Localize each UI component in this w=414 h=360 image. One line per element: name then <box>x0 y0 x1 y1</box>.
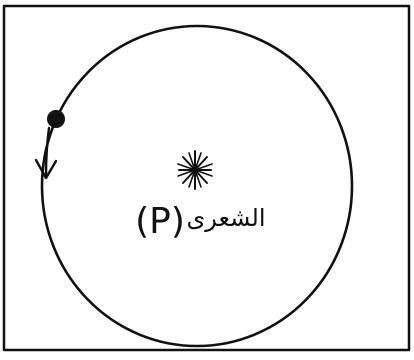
diagram-frame <box>4 6 409 350</box>
center-label-name: الشعرى <box>187 204 266 232</box>
center-label-symbol: (P) <box>135 201 185 242</box>
orbiting-body <box>47 110 65 128</box>
star-icon <box>178 151 212 189</box>
arrow-down-icon <box>36 128 56 178</box>
orbit-path <box>42 26 352 346</box>
